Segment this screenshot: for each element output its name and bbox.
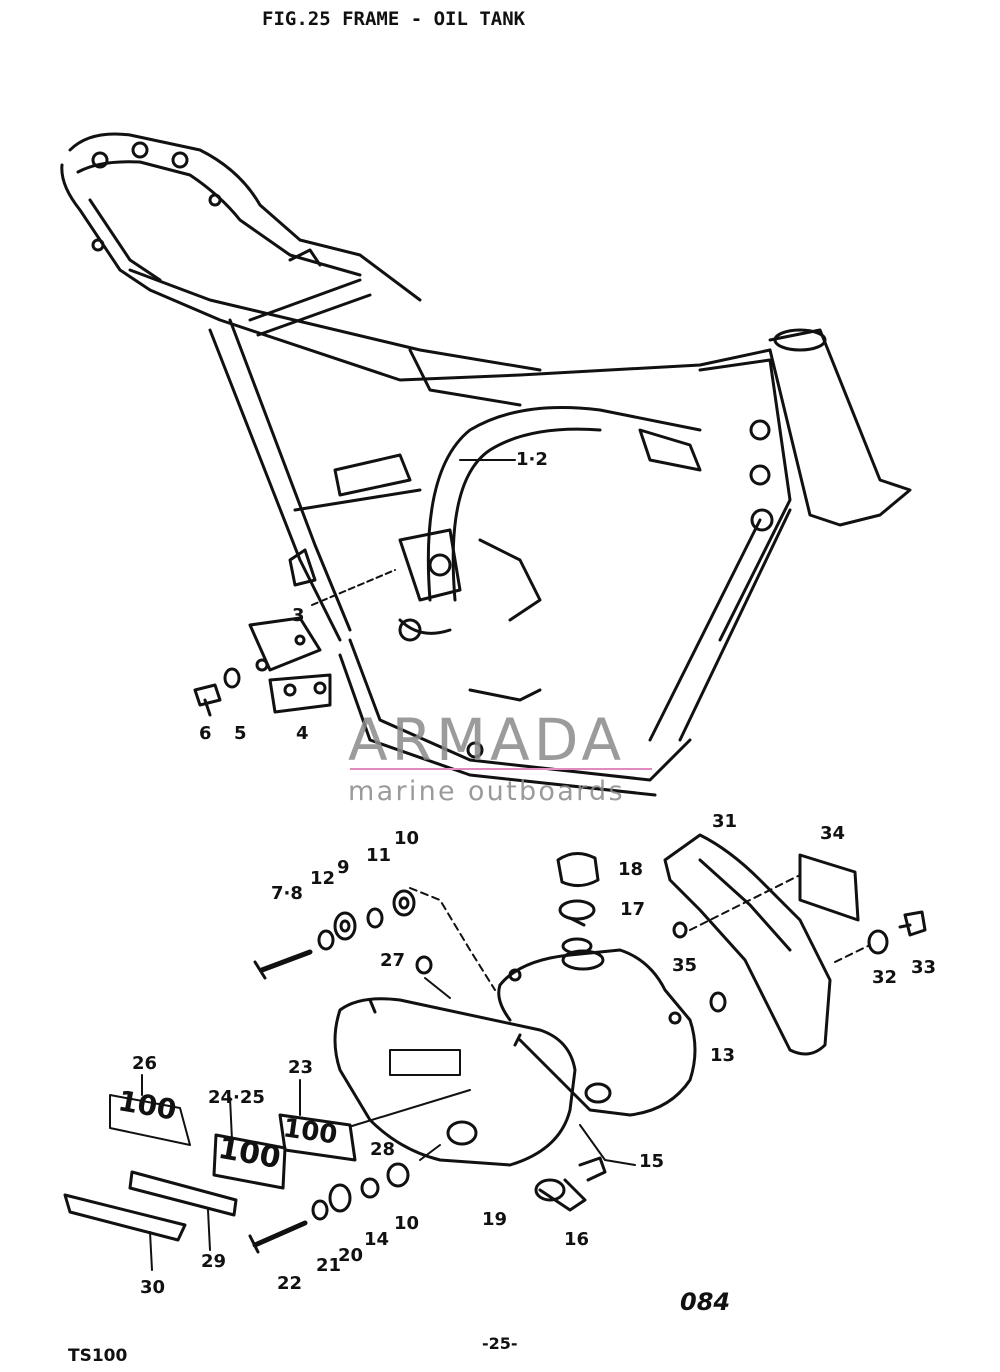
callout-4: 4 <box>296 723 309 744</box>
callout-16: 16 <box>564 1229 590 1250</box>
callout-35: 35 <box>672 955 698 976</box>
callout-6: 6 <box>199 723 212 744</box>
callout-30: 30 <box>140 1277 166 1298</box>
engine-mount-parts <box>193 616 332 717</box>
callout-18: 18 <box>618 859 644 880</box>
callout-19: 19 <box>482 1209 508 1230</box>
watermark-divider <box>350 768 652 770</box>
callout-17: 17 <box>620 899 646 920</box>
callout-20: 20 <box>338 1245 364 1266</box>
watermark-tagline: marine outboards <box>348 776 625 807</box>
callout-7-8: 7·8 <box>271 883 303 904</box>
oil-tank-assembly <box>248 833 927 1254</box>
callout-28: 28 <box>370 1139 396 1160</box>
callout-27: 27 <box>380 950 406 971</box>
callout-14: 14 <box>364 1229 390 1250</box>
emblem-26-text: 100 <box>115 1084 179 1127</box>
callout-32: 32 <box>872 967 898 988</box>
watermark-name: ARMADA <box>348 706 626 774</box>
callout-9: 9 <box>337 857 350 878</box>
callout-13: 13 <box>710 1045 736 1066</box>
callout-23: 23 <box>288 1057 314 1078</box>
callout-22: 22 <box>277 1273 303 1294</box>
callout-5: 5 <box>234 723 247 744</box>
model-label: TS100 <box>68 1346 128 1366</box>
emblem-23-text: 100 <box>281 1113 340 1151</box>
callout-34: 34 <box>820 823 846 844</box>
callout-29: 29 <box>201 1251 227 1272</box>
callout-3: 3 <box>292 605 305 626</box>
page-number: -25- <box>482 1334 518 1353</box>
motorcycle-frame <box>60 132 912 797</box>
figure-title: FIG.25 FRAME - OIL TANK <box>262 8 526 30</box>
callout-10a: 10 <box>394 828 420 849</box>
callout-15: 15 <box>639 1151 665 1172</box>
reference-number: 084 <box>680 1288 731 1316</box>
callout-21: 21 <box>316 1255 342 1276</box>
emblem-24-text: 100 <box>215 1130 284 1177</box>
emblem-decals <box>63 1074 471 1271</box>
callout-31: 31 <box>712 811 738 832</box>
callout-1-2: 1·2 <box>516 449 548 470</box>
callout-12: 12 <box>310 868 336 889</box>
callout-10b: 10 <box>394 1213 420 1234</box>
callout-24-25: 24·25 <box>208 1087 265 1108</box>
callout-11: 11 <box>366 845 392 866</box>
callout-33: 33 <box>911 957 937 978</box>
callout-26: 26 <box>132 1053 158 1074</box>
